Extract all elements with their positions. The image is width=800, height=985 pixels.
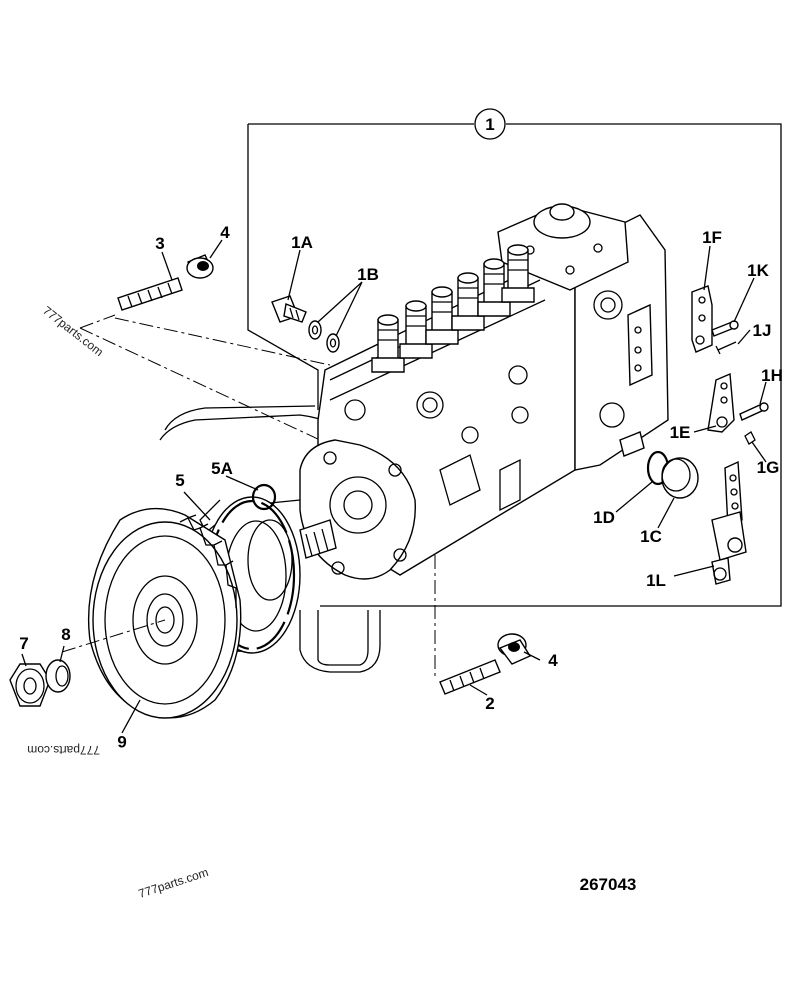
valve-holder-2	[399, 300, 433, 359]
callout-labels: 1A 1B 1F 1K 1J 1H 1E 1G 1D 1C 1L 2 3 4 4…	[19, 223, 783, 751]
callout-1L: 1L	[646, 571, 666, 590]
lever-assembly-1L	[711, 460, 747, 585]
plug-1C	[661, 457, 699, 499]
screw-1K	[711, 320, 739, 337]
valve-holder-6	[501, 244, 535, 303]
lever-1F	[691, 285, 713, 353]
flange-nut-4-lower	[497, 633, 532, 665]
stud-2	[439, 659, 501, 695]
drawing-number: 267043	[580, 875, 637, 894]
delivery-valve-holders	[371, 244, 535, 373]
screw-1H	[739, 402, 769, 421]
assembly-callout-circle	[474, 108, 506, 140]
callout-8: 8	[61, 625, 70, 644]
callout-2: 2	[485, 694, 494, 713]
o-ring-5A	[251, 483, 277, 511]
callout-1B: 1B	[357, 265, 379, 284]
callout-7: 7	[19, 634, 28, 653]
valve-holder-4	[451, 272, 485, 331]
callout-4-lower: 4	[548, 651, 558, 670]
callout-1K: 1K	[747, 261, 769, 280]
flange-nut-4-upper	[186, 254, 214, 279]
callout-6: 6	[117, 732, 126, 751]
callout-5: 5	[175, 471, 184, 490]
drive-gear	[87, 507, 242, 719]
callout-1G: 1G	[757, 458, 780, 477]
watermark-bottom: 777parts.com	[137, 865, 210, 901]
lever-1E	[707, 372, 735, 433]
assembly-callout-1: 1	[485, 115, 494, 134]
callout-1D: 1D	[593, 508, 615, 527]
watermark-upper-left: 777parts.com	[40, 303, 106, 359]
valve-holder-1	[371, 314, 405, 373]
callout-5A: 5A	[211, 459, 233, 478]
hex-nut-7	[9, 663, 51, 707]
callout-1F: 1F	[702, 228, 722, 247]
stud-3	[117, 277, 183, 311]
callout-1C: 1C	[640, 527, 662, 546]
valve-holder-5	[477, 258, 511, 317]
clip-1G	[744, 431, 756, 445]
callout-3: 3	[155, 234, 164, 253]
callout-1A: 1A	[291, 233, 313, 252]
washer-8	[45, 659, 71, 693]
assembly-frame	[247, 108, 782, 607]
callout-1E: 1E	[670, 423, 691, 442]
callout-1J: 1J	[753, 321, 772, 340]
banjo-bolt-1A	[271, 295, 307, 323]
sealing-washers-1B	[308, 320, 340, 353]
leader-lines	[21, 239, 767, 734]
pin-1J	[715, 341, 737, 355]
callout-4-upper: 4	[220, 223, 230, 242]
watermark-upper-down: 777parts.com	[27, 743, 100, 757]
valve-holder-3	[425, 286, 459, 345]
callout-1H: 1H	[761, 366, 783, 385]
